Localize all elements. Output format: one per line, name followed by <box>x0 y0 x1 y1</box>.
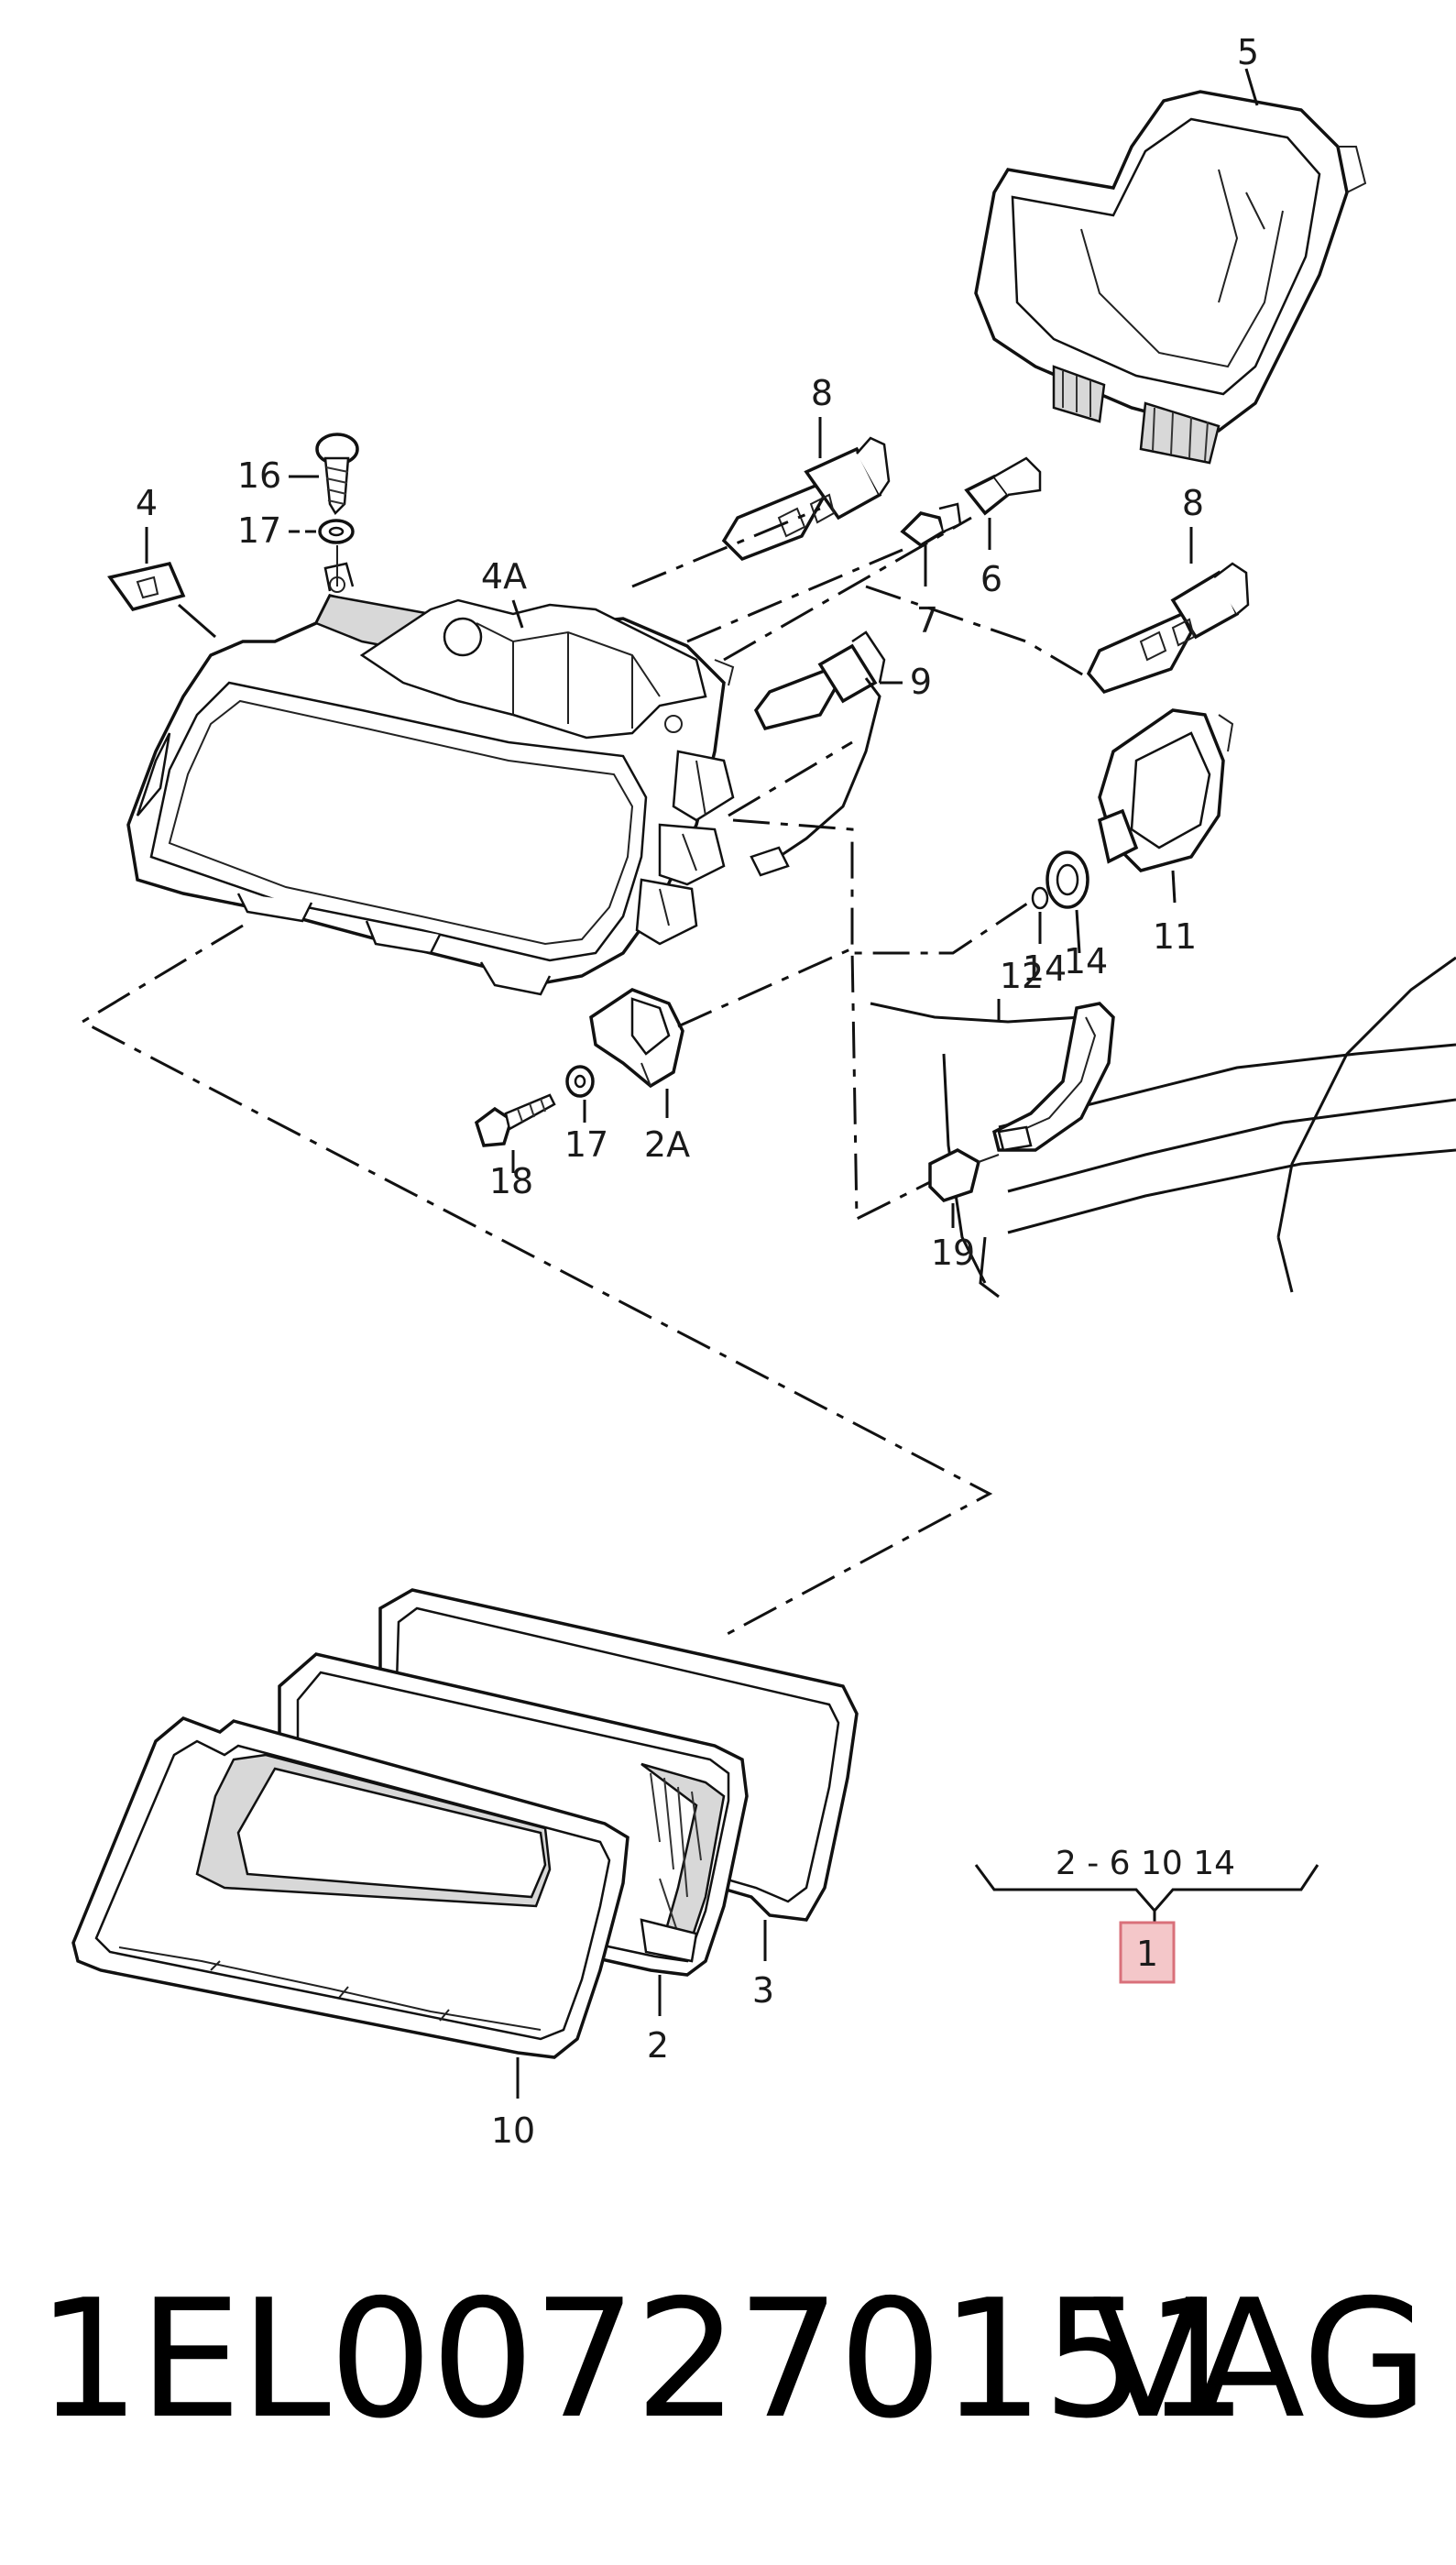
leader-5 <box>1244 68 1259 106</box>
part-11-adjuster <box>1097 708 1234 872</box>
callout-6: 6 <box>980 559 1002 599</box>
part-19-bulb-holder <box>928 1148 1000 1203</box>
callout-7: 7 <box>916 600 938 641</box>
callout-5: 5 <box>1237 32 1259 72</box>
part-number: 1EL007270151 <box>37 2264 1248 2454</box>
leader-11 <box>1171 870 1177 904</box>
part-12-small-bulb <box>1031 886 1049 910</box>
part-10-bezel <box>71 1716 629 2059</box>
part-17-washer-lower <box>565 1065 595 1098</box>
leader-4A <box>511 599 524 629</box>
assembly-bracket <box>974 1864 1319 1923</box>
part-8-bulb-upper <box>721 436 891 562</box>
callout-17b: 17 <box>564 1124 608 1165</box>
part-5-cover <box>974 90 1367 465</box>
callout-16: 16 <box>237 455 281 496</box>
headlight-housing <box>126 562 735 996</box>
part-7-bulb-small <box>900 502 962 548</box>
part-14-seal <box>1045 850 1089 909</box>
brand-name: VAG <box>1092 2264 1429 2454</box>
assembly-box <box>1119 1921 1176 1984</box>
part-18-screw <box>474 1093 556 1147</box>
callout-3: 3 <box>752 1970 774 2011</box>
part-4-bracket <box>107 561 186 612</box>
callout-8a: 8 <box>811 373 833 413</box>
assembly-includes: 2 - 6 10 14 <box>1056 1845 1235 1882</box>
callout-2A: 2A <box>644 1124 690 1165</box>
callout-10: 10 <box>491 2110 535 2151</box>
callout-12: 12 <box>1000 956 1044 996</box>
callout-11: 11 <box>1153 916 1197 957</box>
part-6-bulb-holder <box>964 456 1042 516</box>
callout-17a: 17 <box>237 510 281 551</box>
part-16-screw <box>315 433 359 516</box>
callout-4: 4 <box>136 483 158 523</box>
part-12-side-marker <box>991 1002 1115 1152</box>
callout-14a: 14 <box>1064 941 1108 981</box>
leader-14a <box>1075 909 1081 954</box>
part-17-washer-upper <box>318 519 355 544</box>
part-2A-bracket <box>589 988 684 1089</box>
leader-4-to-housing <box>178 603 216 639</box>
callout-9: 9 <box>910 662 932 702</box>
part-9-bulb-wired <box>750 630 886 877</box>
routing-lines <box>79 507 1089 1638</box>
callout-14b: 14 <box>1023 948 1067 989</box>
callout-8b: 8 <box>1182 483 1204 523</box>
callout-2: 2 <box>647 2025 669 2066</box>
assembly-box-label: 1 <box>1136 1934 1158 1974</box>
footer: 1EL007270151 VAG <box>0 2273 1456 2447</box>
callout-19: 19 <box>931 1233 975 1273</box>
callout-4A: 4A <box>481 556 527 597</box>
part-8-bulb-lower <box>1086 562 1250 695</box>
callout-18: 18 <box>489 1161 533 1201</box>
